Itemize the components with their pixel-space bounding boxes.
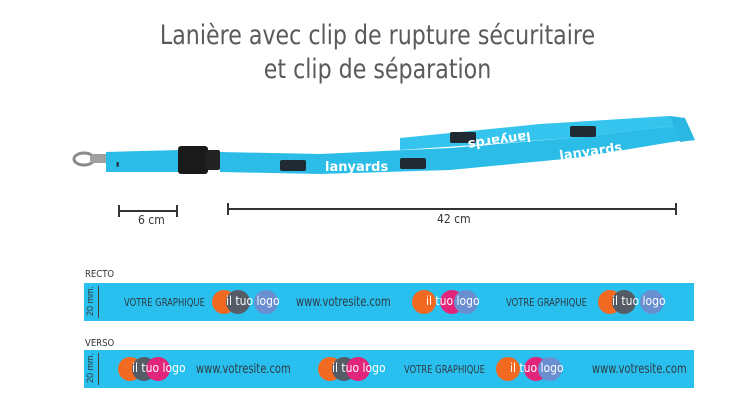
strap-badge (400, 158, 426, 169)
buckle-icon (178, 146, 220, 174)
dimension-short-label: 6 cm (138, 213, 165, 227)
width-label: 20 mm. (85, 352, 96, 384)
page-title-line1: Lanière avec clip de rupture sécuritaire (159, 20, 596, 51)
logo-text: il tuo logo (132, 361, 186, 375)
recto-strip: 20 mm. VOTRE GRAPHIQUE il tuo logo www.v… (84, 283, 694, 321)
strap-badge (450, 132, 476, 143)
dimension-long-label: 42 cm (437, 212, 471, 226)
graphic-text: VOTRE GRAPHIQUE (506, 295, 587, 309)
strap-brand-text: lanyards (325, 160, 388, 175)
website-text: www.votresite.com (296, 294, 391, 310)
logo-text: il tuo logo (226, 294, 280, 308)
logo-text: il tuo logo (510, 361, 564, 375)
logo-placeholder: il tuo logo (212, 289, 284, 315)
logo-placeholder: il tuo logo (412, 289, 484, 315)
width-label: 20 mm. (85, 285, 96, 317)
lanyard-illustration: ▮ lanyards lanyards lanyards (72, 116, 695, 175)
website-text: www.votresite.com (592, 361, 687, 377)
logo-placeholder: il tuo logo (496, 356, 568, 382)
strap-print-small: ▮ (116, 161, 119, 168)
dimension-short (118, 205, 178, 217)
logo-text: il tuo logo (332, 361, 386, 375)
verso-label: VERSO (85, 338, 115, 349)
strap-badge (570, 126, 596, 137)
width-indicator: 20 mm. (85, 350, 101, 388)
graphic-text: VOTRE GRAPHIQUE (404, 362, 485, 376)
logo-text: il tuo logo (426, 294, 480, 308)
width-indicator: 20 mm. (85, 283, 101, 321)
strap-badge (280, 160, 306, 171)
logo-text: il tuo logo (612, 294, 666, 308)
snap-hook-icon (72, 151, 108, 167)
website-text: www.votresite.com (196, 361, 291, 377)
logo-placeholder: il tuo logo (318, 356, 390, 382)
graphic-text: VOTRE GRAPHIQUE (124, 295, 205, 309)
recto-label: RECTO (85, 269, 115, 280)
logo-placeholder: il tuo logo (598, 289, 670, 315)
dimension-long (227, 203, 677, 215)
page-title-line2: et clip de séparation (263, 54, 492, 85)
logo-placeholder: il tuo logo (118, 356, 190, 382)
verso-strip: 20 mm. il tuo logo www.votresite.com il … (84, 350, 694, 388)
